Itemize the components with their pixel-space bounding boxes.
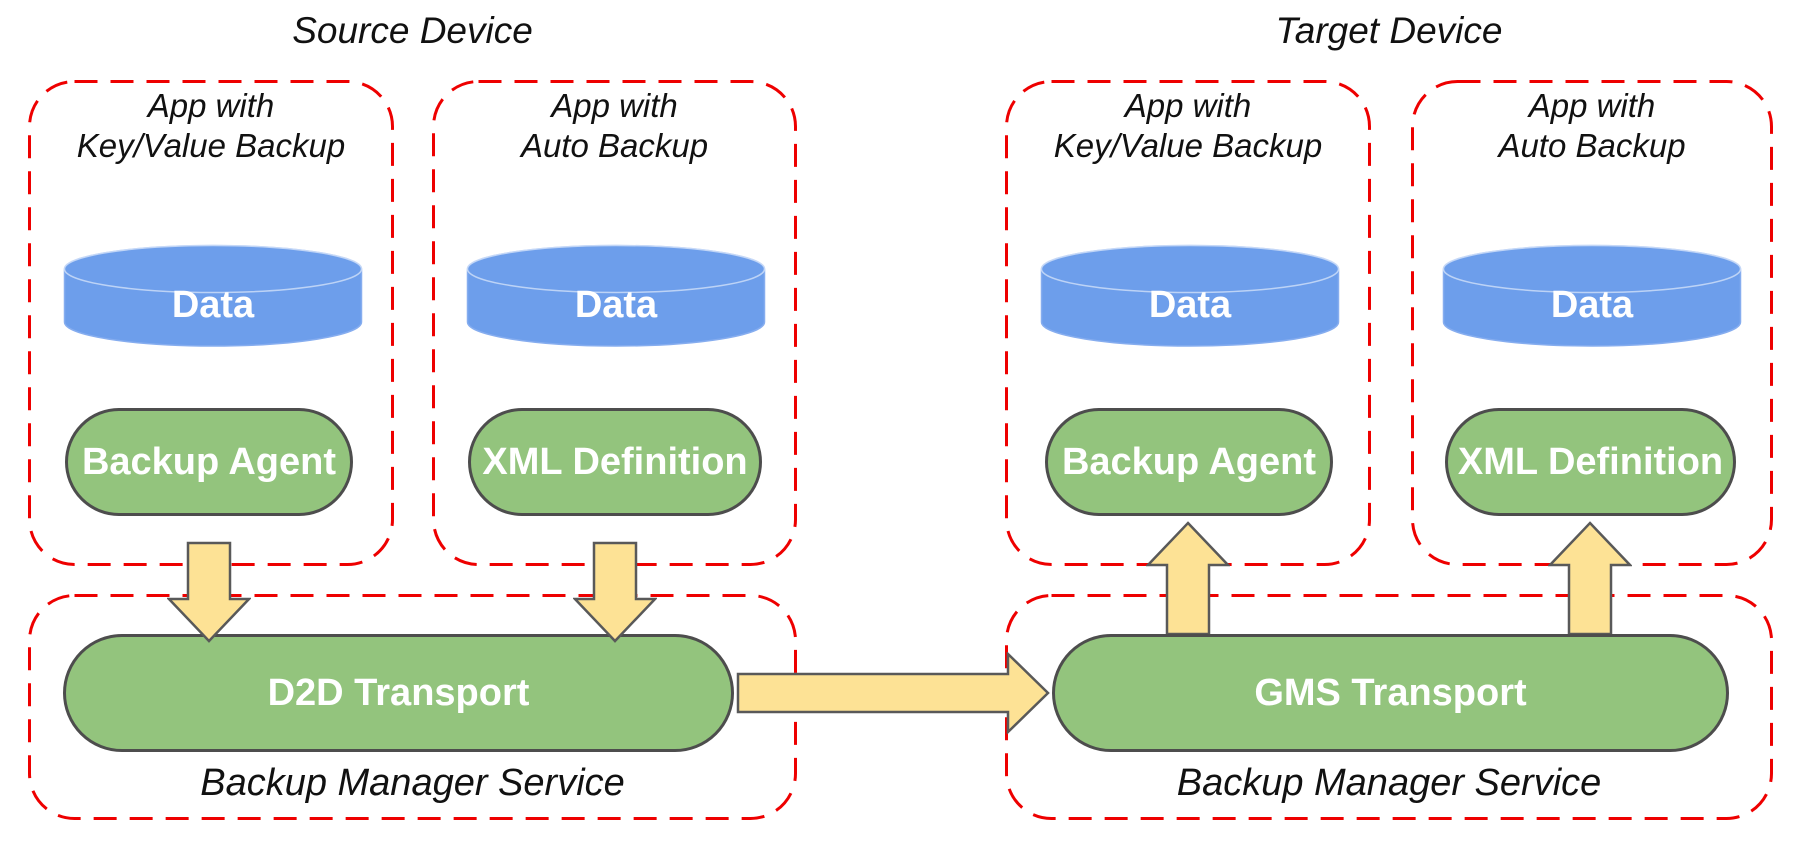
backup-agent-to-d2d-arrow-icon [167,541,251,643]
source-backup-agent-label: Backup Agent [81,440,337,483]
target-auto-data-label: Data [1550,284,1634,326]
target-backup-manager-box [1005,594,1773,820]
target-keyvalue-data-cylinder-icon [1040,244,1340,347]
source-auto-data-label: Data [574,284,658,326]
target-xml-definition-label: XML Definition [1457,440,1724,483]
d2d-transport-label: D2D Transport [267,671,530,714]
source-xml-definition-pill: XML Definition [468,408,762,516]
source-auto-app-name: App with Auto Backup [520,87,709,164]
target-backup-agent-pill: Backup Agent [1045,408,1333,516]
target-backup-agent-label: Backup Agent [1061,440,1317,483]
source-device-title: Source Device [292,10,533,51]
target-auto-app-name: App with Auto Backup [1498,87,1686,164]
gms-transport-label: GMS Transport [1254,671,1527,714]
source-backup-agent-pill: Backup Agent [65,408,353,516]
d2d-to-gms-transport-arrow-icon [736,652,1050,734]
gms-to-backup-agent-arrow-icon [1146,521,1230,634]
target-device-title: Target Device [1275,10,1503,51]
target-keyvalue-app-name: App with Key/Value Backup [1053,87,1323,164]
target-xml-definition-pill: XML Definition [1445,408,1736,516]
d2d-transport-pill: D2D Transport [63,634,734,752]
source-backup-manager-label: Backup Manager Service [200,762,625,804]
target-auto-data-cylinder-icon [1442,244,1742,347]
gms-transport-pill: GMS Transport [1052,634,1729,752]
gms-to-xml-definition-arrow-icon [1548,521,1632,634]
xml-definition-to-d2d-arrow-icon [573,541,657,643]
target-keyvalue-data-label: Data [1148,284,1232,326]
target-backup-manager-label: Backup Manager Service [1176,762,1602,804]
source-keyvalue-data-label: Data [171,284,255,326]
source-keyvalue-app-name: App with Key/Value Backup [76,87,346,164]
source-xml-definition-label: XML Definition [482,440,748,483]
source-keyvalue-data-cylinder-icon [63,244,363,347]
source-auto-data-cylinder-icon [466,244,766,347]
